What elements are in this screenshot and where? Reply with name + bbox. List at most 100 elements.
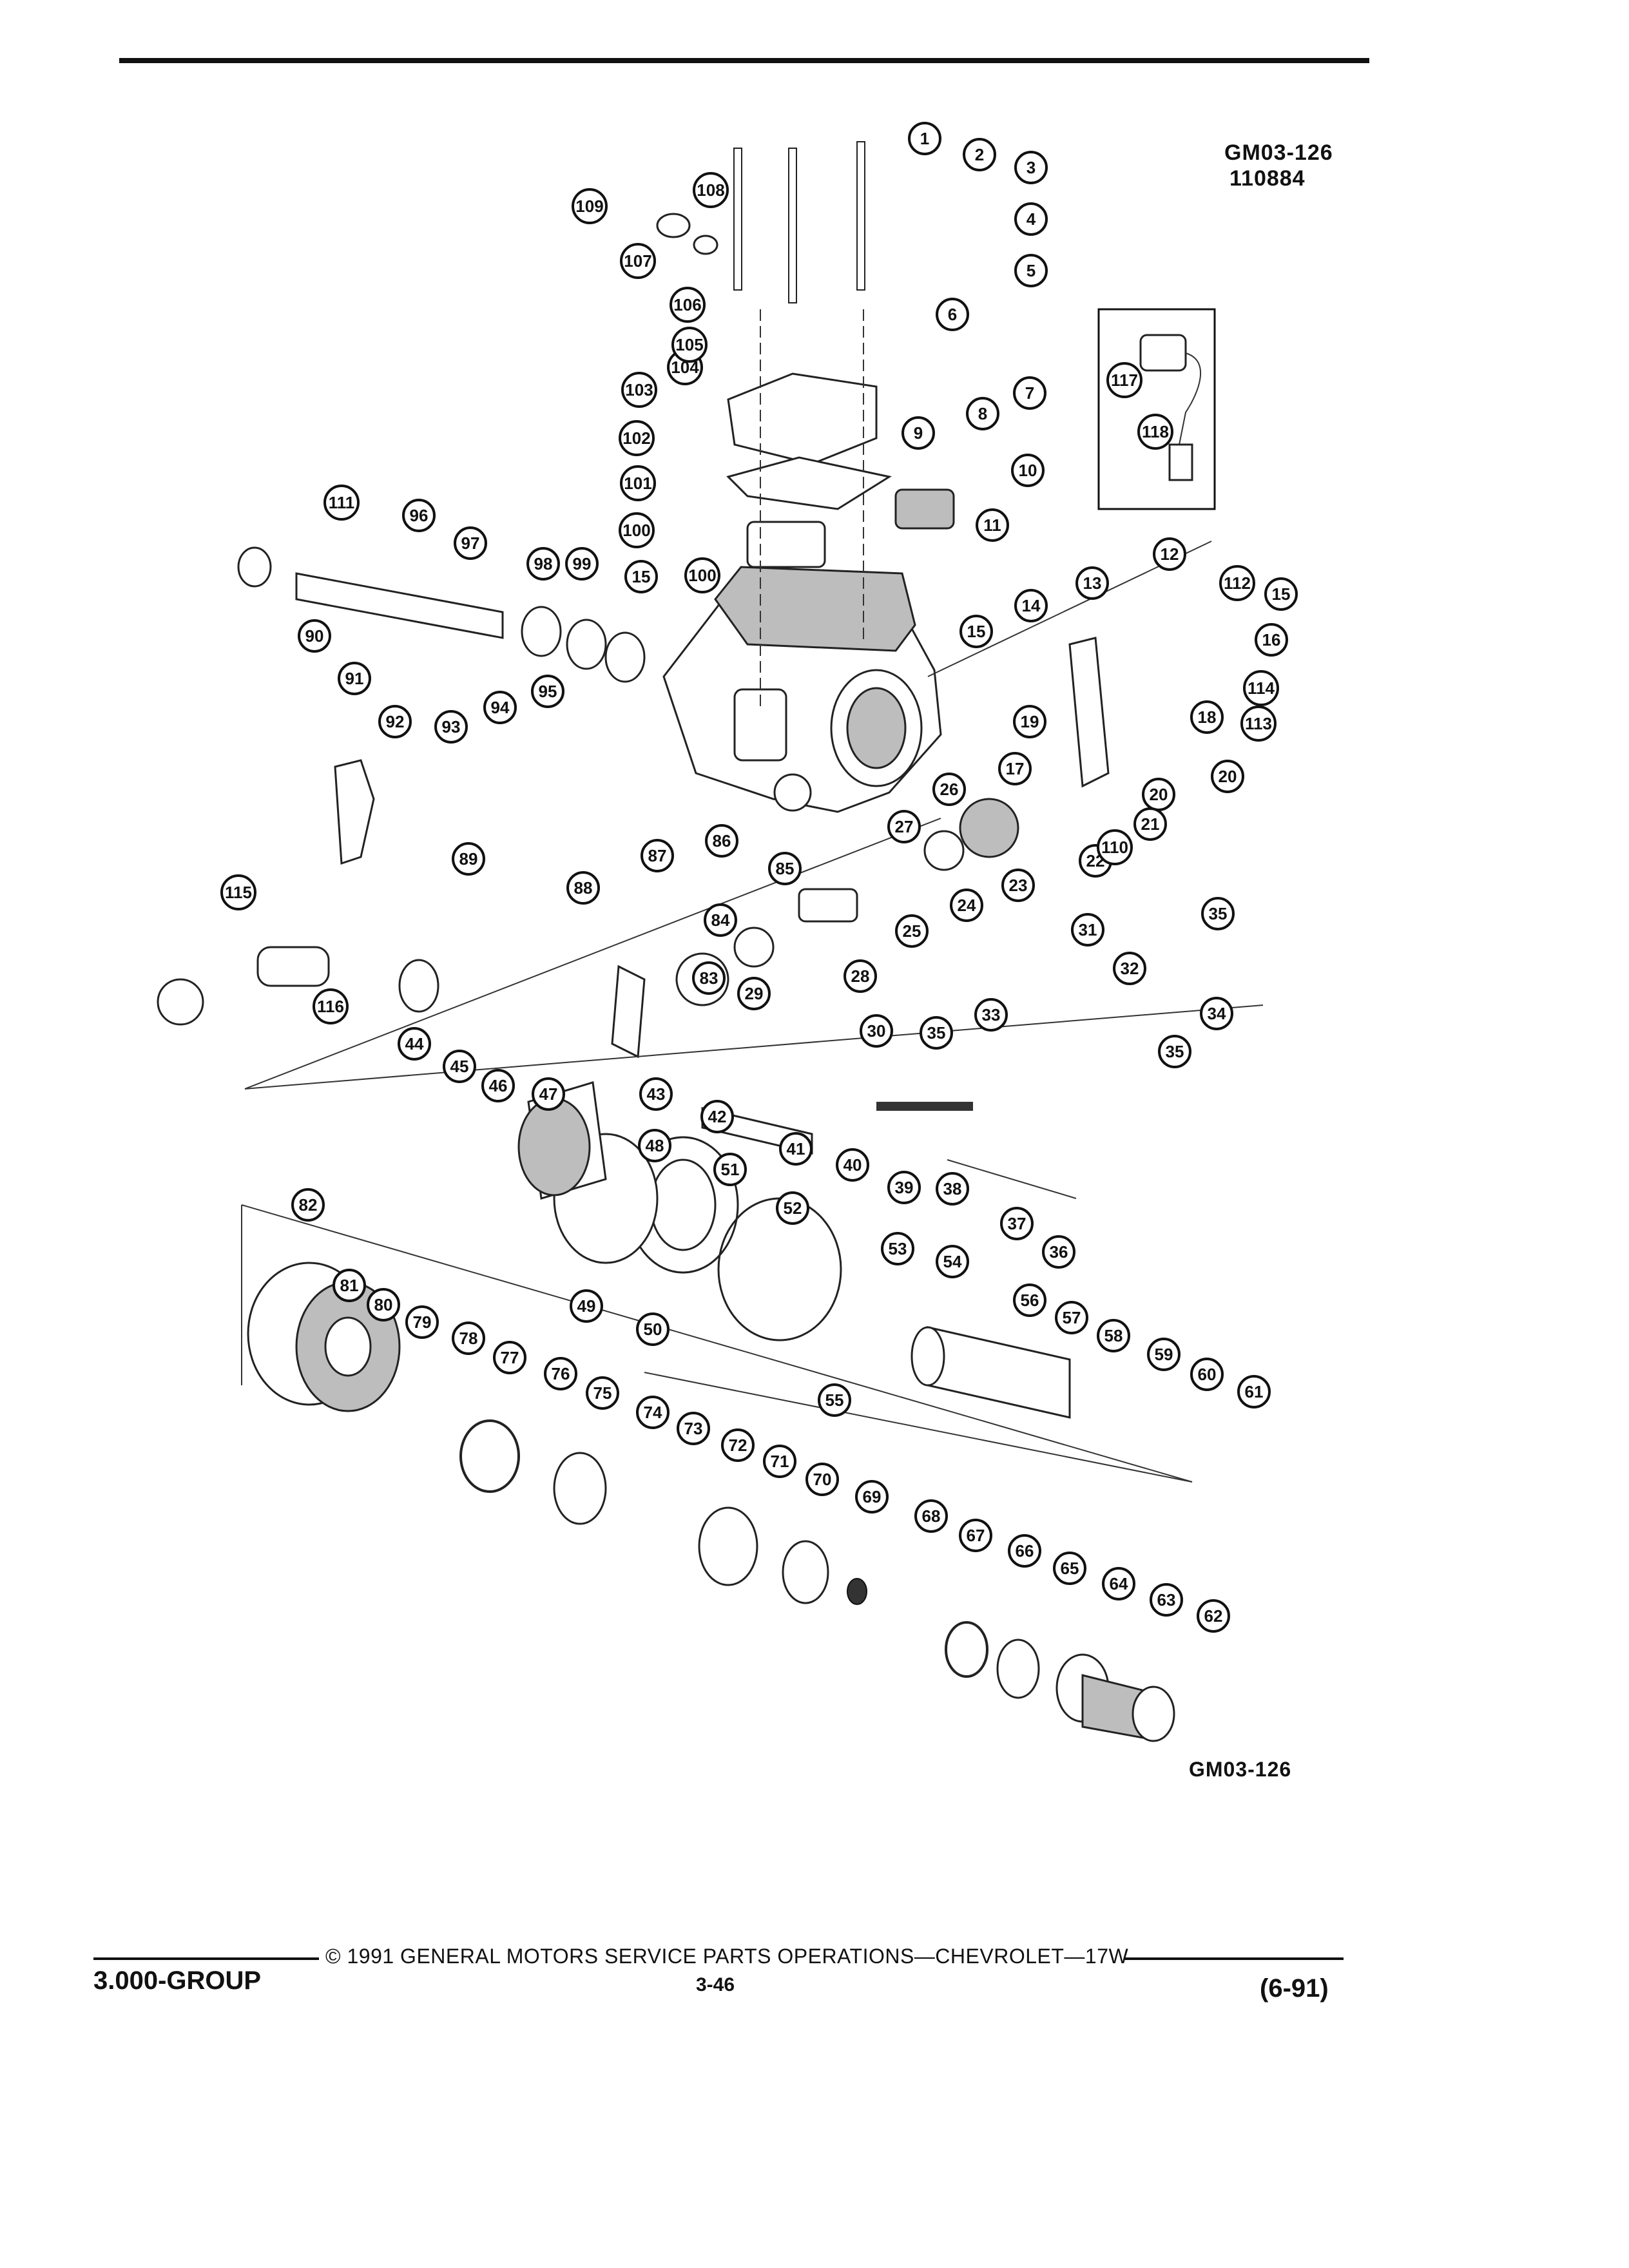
callout-number: 111 bbox=[329, 493, 355, 512]
callout-circle bbox=[1153, 537, 1186, 571]
callout-63: 63 bbox=[1150, 1583, 1183, 1617]
callout-circle bbox=[323, 485, 360, 521]
callout-number: 81 bbox=[340, 1276, 359, 1295]
callout-number: 50 bbox=[644, 1320, 662, 1339]
callout-15: 15 bbox=[624, 560, 658, 593]
callout-circle bbox=[405, 1305, 439, 1339]
callout-72: 72 bbox=[721, 1428, 755, 1462]
callout-number: 65 bbox=[1061, 1559, 1079, 1578]
callout-circle bbox=[776, 1191, 809, 1225]
callout-circle bbox=[398, 1027, 431, 1061]
callout-circle bbox=[454, 526, 487, 560]
callout-61: 61 bbox=[1237, 1375, 1271, 1408]
callout-73: 73 bbox=[677, 1412, 710, 1445]
callout-circle bbox=[692, 961, 726, 995]
callout-55: 55 bbox=[818, 1383, 851, 1417]
callout-circle bbox=[638, 1129, 671, 1162]
callout-number: 71 bbox=[771, 1452, 789, 1471]
callout-36: 36 bbox=[1042, 1235, 1075, 1269]
callout-37: 37 bbox=[1000, 1207, 1034, 1240]
callout-circle bbox=[1071, 913, 1104, 947]
callout-number: 113 bbox=[1245, 714, 1272, 733]
callout-circle bbox=[963, 138, 996, 171]
figure-code: GM03-126 bbox=[1224, 140, 1333, 165]
callout-number: 98 bbox=[534, 554, 553, 573]
callout-circle bbox=[1097, 829, 1133, 865]
callout-circle bbox=[434, 710, 468, 744]
callout-number: 75 bbox=[593, 1383, 612, 1403]
callout-number: 107 bbox=[624, 251, 651, 271]
callout-number: 2 bbox=[975, 145, 984, 164]
callout-circle bbox=[1201, 897, 1235, 930]
callout-number: 105 bbox=[675, 335, 703, 354]
callout-32: 32 bbox=[1113, 952, 1146, 985]
callout-circle bbox=[1042, 1235, 1075, 1269]
callout-69: 69 bbox=[855, 1480, 889, 1514]
callout-circle bbox=[1097, 1319, 1130, 1352]
callout-number: 13 bbox=[1083, 573, 1102, 593]
callout-circle bbox=[572, 188, 608, 224]
callout-number: 23 bbox=[1009, 876, 1028, 895]
callout-number: 116 bbox=[317, 997, 344, 1016]
callout-number: 66 bbox=[1016, 1541, 1034, 1561]
callout-number: 36 bbox=[1050, 1242, 1068, 1262]
callout-circle bbox=[932, 773, 966, 806]
callout-number: 45 bbox=[450, 1057, 469, 1076]
callout-44: 44 bbox=[398, 1027, 431, 1061]
callout-circle bbox=[908, 122, 941, 155]
callout-circle bbox=[586, 1376, 619, 1410]
callout-8: 8 bbox=[966, 397, 999, 430]
callout-77: 77 bbox=[493, 1341, 526, 1374]
callout-circle bbox=[936, 298, 969, 331]
callout-number: 76 bbox=[552, 1364, 570, 1383]
callout-number: 39 bbox=[895, 1178, 914, 1197]
callout-circle bbox=[220, 874, 256, 910]
callout-21: 21 bbox=[1133, 807, 1167, 841]
callout-14: 14 bbox=[1014, 589, 1048, 622]
footer-group-label: 3.000-GROUP bbox=[93, 1966, 262, 1995]
callout-35: 35 bbox=[1201, 897, 1235, 930]
callout-circle bbox=[1158, 1035, 1191, 1068]
callout-circle bbox=[887, 1171, 921, 1204]
callout-106: 106 bbox=[670, 287, 706, 323]
callout-circle bbox=[704, 903, 737, 937]
callout-84: 84 bbox=[704, 903, 737, 937]
callout-number: 19 bbox=[1021, 712, 1039, 731]
callout-number: 108 bbox=[697, 180, 724, 200]
callout-circle bbox=[860, 1014, 893, 1048]
callout-49: 49 bbox=[570, 1289, 603, 1323]
callout-60: 60 bbox=[1190, 1358, 1224, 1391]
callout-circle bbox=[779, 1132, 813, 1166]
callout-circle bbox=[1053, 1552, 1086, 1585]
callout-circle bbox=[976, 508, 1009, 542]
callout-number: 63 bbox=[1157, 1590, 1176, 1610]
callout-40: 40 bbox=[836, 1148, 869, 1182]
callout-number: 46 bbox=[489, 1076, 508, 1095]
callout-circle bbox=[1014, 254, 1048, 287]
callout-95: 95 bbox=[531, 675, 564, 708]
callout-16: 16 bbox=[1255, 623, 1288, 657]
callout-80: 80 bbox=[367, 1288, 400, 1321]
callout-number: 114 bbox=[1248, 678, 1275, 698]
callout-number: 5 bbox=[1027, 261, 1036, 280]
callout-31: 31 bbox=[1071, 913, 1104, 947]
callout-2: 2 bbox=[963, 138, 996, 171]
callout-circle bbox=[1102, 1567, 1135, 1600]
callout-circle bbox=[836, 1148, 869, 1182]
callout-number: 83 bbox=[700, 968, 718, 988]
top-rule bbox=[119, 58, 1369, 63]
callout-number: 91 bbox=[345, 669, 364, 688]
callout-85: 85 bbox=[768, 852, 802, 885]
callout-10: 10 bbox=[1011, 454, 1045, 487]
callout-number: 21 bbox=[1141, 814, 1160, 834]
callout-circle bbox=[1197, 1599, 1230, 1633]
pump-housing bbox=[662, 566, 942, 813]
callout-number: 68 bbox=[922, 1506, 941, 1526]
callout-circle bbox=[901, 416, 935, 450]
callout-number: 29 bbox=[745, 984, 764, 1003]
callout-circle bbox=[443, 1050, 476, 1083]
callout-circle bbox=[721, 1428, 755, 1462]
callout-number: 97 bbox=[461, 533, 480, 553]
callout-83: 83 bbox=[692, 961, 726, 995]
